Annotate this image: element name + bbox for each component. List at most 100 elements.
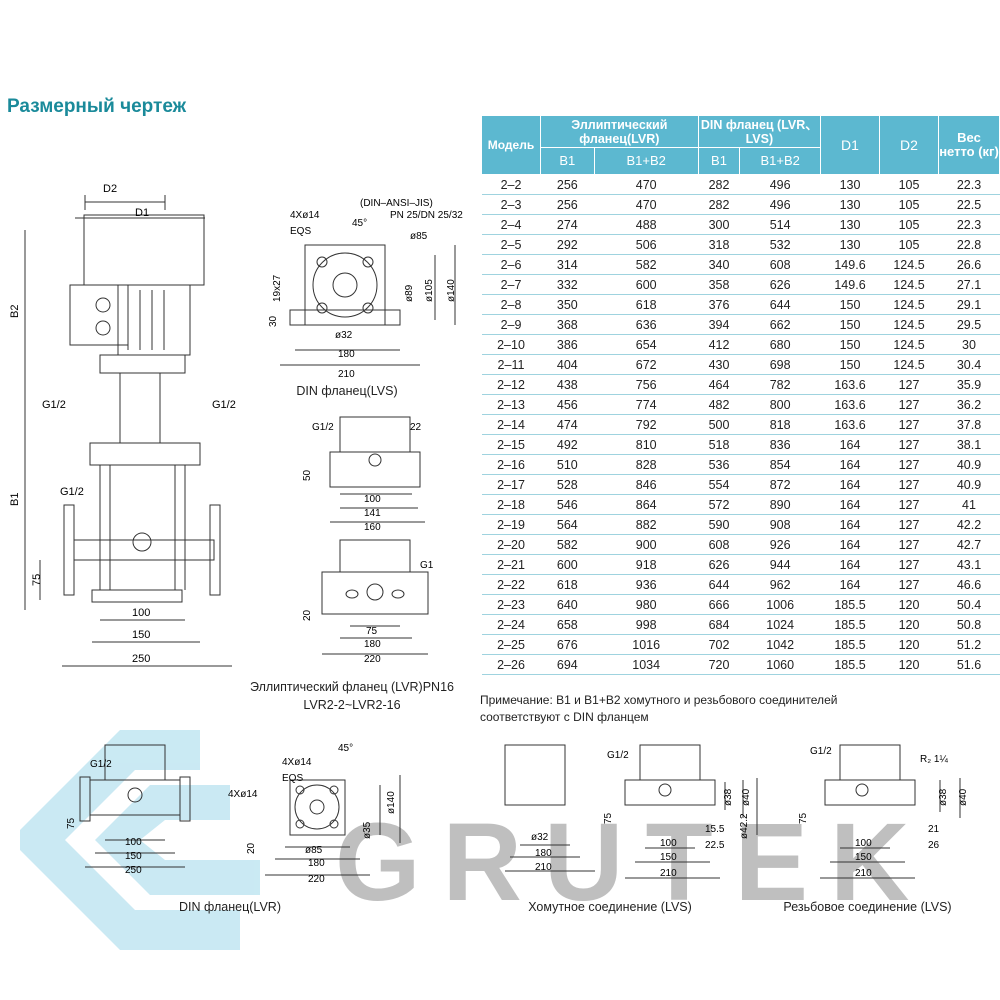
- dim-ell-141: 141: [364, 508, 381, 519]
- table-cell: 2–12: [481, 374, 541, 395]
- dim-ell-100: 100: [364, 494, 381, 505]
- dim-g12-center: G1/2: [60, 486, 84, 498]
- table-cell: 149.6: [820, 274, 880, 295]
- table-cell: 496: [739, 194, 821, 215]
- table-cell: 163.6: [820, 374, 880, 395]
- table-cell: 600: [540, 554, 595, 575]
- table-cell: 50.4: [938, 594, 1000, 615]
- dim-angle: 45°: [352, 218, 367, 229]
- dim-din-std: (DIN–ANSI–JIS): [360, 198, 433, 209]
- table-cell: 376: [698, 294, 740, 315]
- dim-clamp-d42: ø42.2: [739, 813, 750, 839]
- dim-19x27: 19x27: [272, 274, 283, 302]
- elliptic-flange-drawing: G1/2 22 50 100 141 160 G1 20 75 180 220: [302, 416, 434, 664]
- dim-ell-50: 50: [302, 469, 313, 481]
- table-cell: 1016: [594, 634, 699, 655]
- table-cell: 582: [540, 534, 595, 555]
- table-cell: 2–3: [481, 194, 541, 215]
- table-cell: 164: [820, 434, 880, 455]
- table-note: Примечание: B1 и B1+B2 хомутного и резьб…: [480, 692, 980, 726]
- table-cell: 185.5: [820, 654, 880, 675]
- table-cell: 46.6: [938, 574, 1000, 595]
- table-cell: 908: [739, 514, 821, 535]
- table-cell: 150: [820, 354, 880, 375]
- th-din: DIN фланец (LVR、LVS): [697, 115, 822, 148]
- table-cell: 864: [594, 494, 699, 515]
- table-cell: 456: [540, 394, 595, 415]
- dim-thread-75: 75: [798, 812, 809, 824]
- table-cell: 164: [820, 534, 880, 555]
- table-cell: 666: [698, 594, 740, 615]
- table-cell: 130: [820, 174, 880, 195]
- table-cell: 554: [698, 474, 740, 495]
- table-cell: 164: [820, 514, 880, 535]
- table-cell: 2–10: [481, 334, 541, 355]
- page-title: Размерный чертеж: [7, 96, 187, 117]
- table-cell: 37.8: [938, 414, 1000, 435]
- table-cell: 514: [739, 214, 821, 235]
- table-cell: 256: [540, 174, 595, 195]
- table-cell: 774: [594, 394, 699, 415]
- table-cell: 528: [540, 474, 595, 495]
- table-cell: 124.5: [879, 254, 939, 275]
- table-cell: 164: [820, 454, 880, 475]
- table-cell: 518: [698, 434, 740, 455]
- table-cell: 30: [938, 334, 1000, 355]
- dim-lvr-eqs: EQS: [282, 773, 303, 784]
- dim-clamp-210b: 210: [660, 868, 677, 879]
- dim-d32: ø32: [335, 330, 353, 341]
- th-model: Модель: [481, 115, 541, 175]
- table-cell: 474: [540, 414, 595, 435]
- table-cell: 163.6: [820, 414, 880, 435]
- table-cell: 600: [594, 274, 699, 295]
- table-cell: 127: [879, 374, 939, 395]
- table-cell: 332: [540, 274, 595, 295]
- dim-clamp-155: 15.5: [705, 824, 725, 835]
- watermark-logo: GRUTEK: [20, 730, 909, 950]
- dim-clamp-180: 180: [535, 848, 552, 859]
- table-cell: 41: [938, 494, 1000, 515]
- table-cell: 274: [540, 214, 595, 235]
- dim-lvr-d85: ø85: [305, 845, 323, 856]
- dim-lvr-100: 100: [125, 837, 142, 848]
- table-cell: 36.2: [938, 394, 1000, 415]
- table-cell: 702: [698, 634, 740, 655]
- table-cell: 124.5: [879, 334, 939, 355]
- table-cell: 149.6: [820, 254, 880, 275]
- table-cell: 2–21: [481, 554, 541, 575]
- table-cell: 918: [594, 554, 699, 575]
- dim-150: 150: [132, 629, 150, 641]
- dim-lvr-d140: ø140: [386, 791, 397, 814]
- dim-thread-26: 26: [928, 840, 940, 851]
- dim-thread-d40: ø40: [958, 788, 969, 806]
- table-cell: 164: [820, 494, 880, 515]
- dim-d85: ø85: [410, 231, 428, 242]
- table-cell: 130: [820, 214, 880, 235]
- table-cell: 998: [594, 614, 699, 635]
- dim-g12-left: G1/2: [42, 399, 66, 411]
- table-cell: 506: [594, 234, 699, 255]
- dim-lvr-180: 180: [308, 858, 325, 869]
- table-cell: 694: [540, 654, 595, 675]
- table-cell: 314: [540, 254, 595, 275]
- table-cell: 1060: [739, 654, 821, 675]
- table-cell: 846: [594, 474, 699, 495]
- table-cell: 818: [739, 414, 821, 435]
- table-cell: 2–9: [481, 314, 541, 335]
- dim-thread-100: 100: [855, 838, 872, 849]
- table-cell: 2–16: [481, 454, 541, 475]
- table-cell: 854: [739, 454, 821, 475]
- table-cell: 2–5: [481, 234, 541, 255]
- table-cell: 42.2: [938, 514, 1000, 535]
- table-cell: 185.5: [820, 594, 880, 615]
